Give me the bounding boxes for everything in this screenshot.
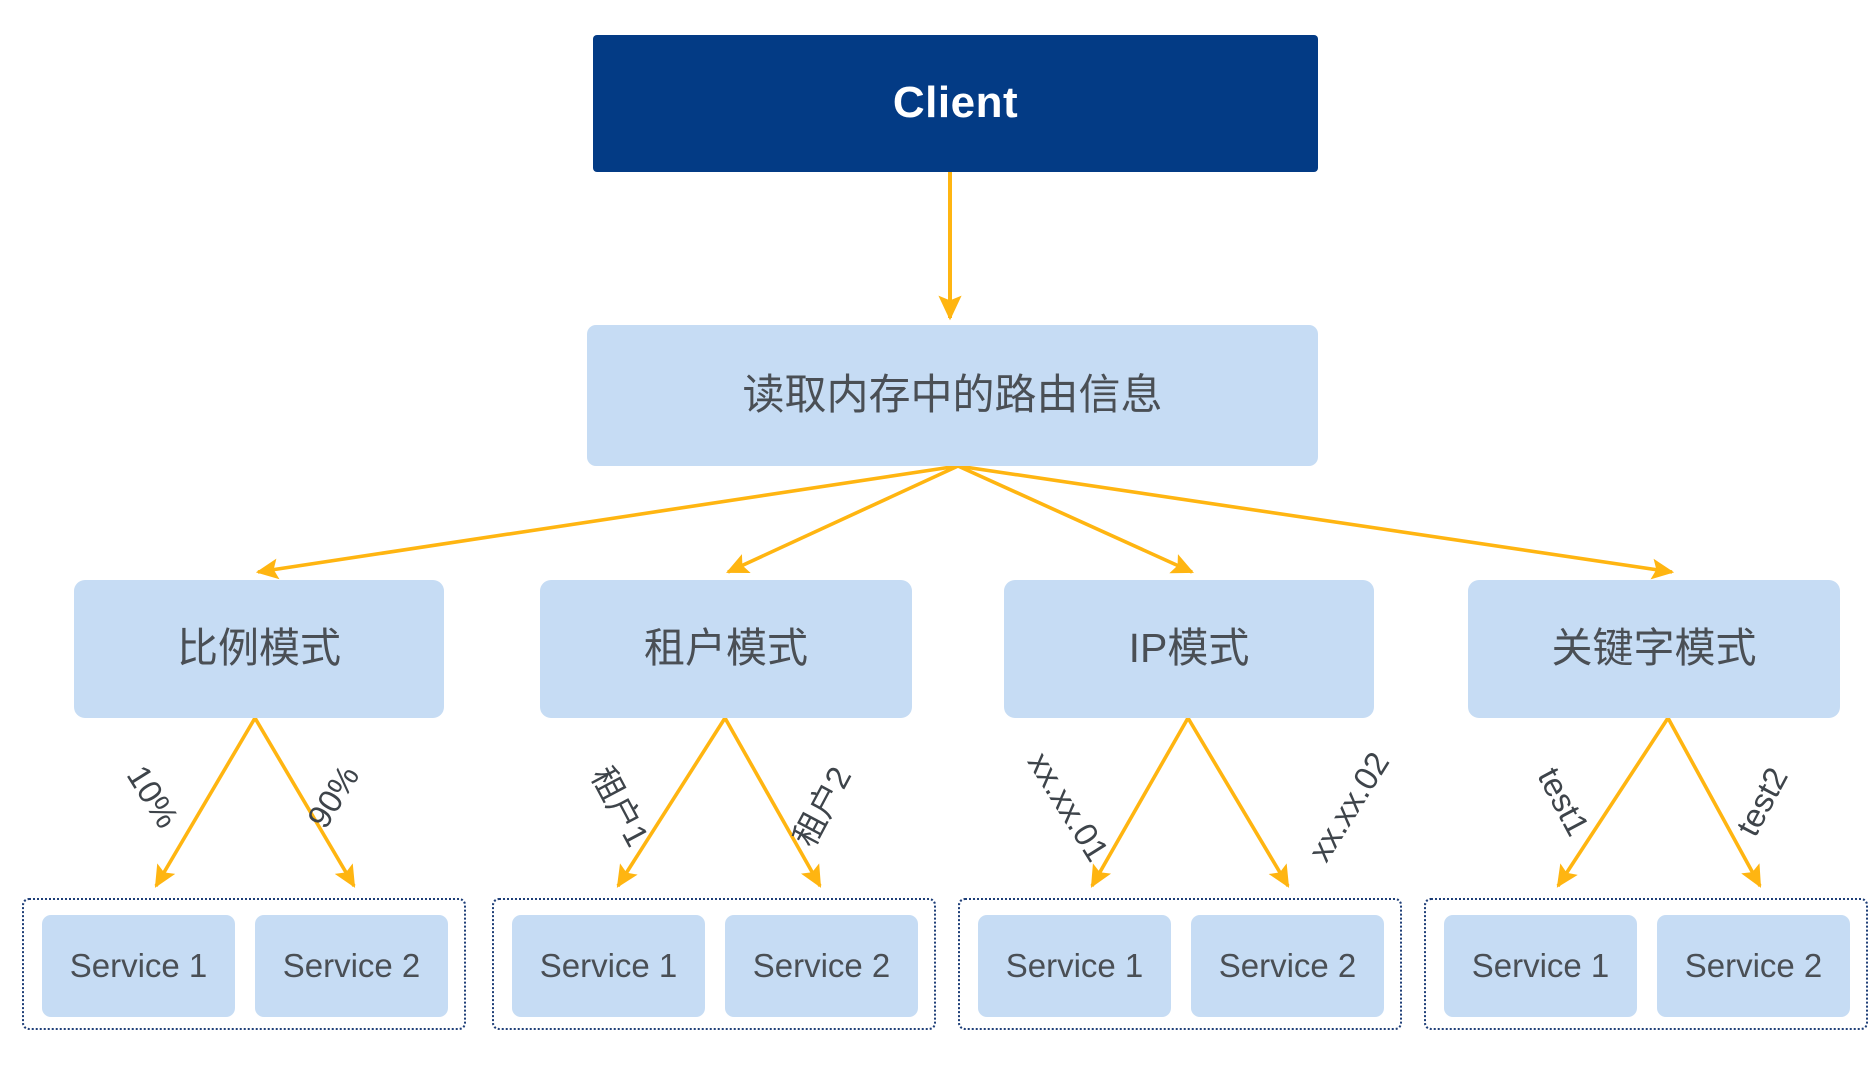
- client-node[interactable]: Client: [593, 35, 1318, 172]
- service-node-label: Service 2: [282, 946, 421, 984]
- mode-node-keyword[interactable]: 关键字模式: [1468, 580, 1840, 718]
- service-node-label: Service 1: [69, 946, 208, 984]
- edge-label-ratio-right: 90%: [299, 758, 367, 835]
- service-node[interactable]: Service 2: [1657, 915, 1850, 1017]
- edge-router-to-mode-3: [957, 464, 1194, 574]
- service-node-label: Service 2: [1218, 946, 1357, 984]
- mode-node-ip[interactable]: IP模式: [1004, 580, 1374, 718]
- service-node-label: Service 2: [1684, 946, 1823, 984]
- mode-node-label: 租户模式: [644, 625, 808, 672]
- edge-mode3-to-service1: [1090, 717, 1190, 888]
- service-node[interactable]: Service 2: [725, 915, 918, 1017]
- service-group-ip: Service 1 Service 2: [958, 898, 1402, 1030]
- service-node[interactable]: Service 1: [1444, 915, 1637, 1017]
- edge-label-ip-left: xx.xx.01: [1020, 745, 1117, 868]
- router-node-label: 读取内存中的路由信息: [742, 371, 1163, 419]
- service-group-keyword: Service 1 Service 2: [1424, 898, 1868, 1030]
- edge-label-ratio-left: 10%: [119, 758, 187, 835]
- edge-router-to-mode-2: [726, 464, 959, 574]
- service-node-label: Service 1: [1005, 946, 1144, 984]
- service-group-ratio: Service 1 Service 2: [22, 898, 466, 1030]
- edge-label-ip-right: xx.xx.02: [1300, 745, 1397, 868]
- edge-router-to-mode-1: [255, 464, 959, 580]
- service-node[interactable]: Service 1: [512, 915, 705, 1017]
- service-node[interactable]: Service 1: [42, 915, 235, 1017]
- edge-router-to-mode-4: [957, 464, 1675, 580]
- mode-node-label: IP模式: [1128, 625, 1250, 672]
- service-node-label: Service 2: [752, 946, 891, 984]
- service-group-tenant: Service 1 Service 2: [492, 898, 936, 1030]
- service-node[interactable]: Service 2: [1191, 915, 1384, 1017]
- mode-node-ratio[interactable]: 比例模式: [74, 580, 444, 718]
- router-node[interactable]: 读取内存中的路由信息: [587, 325, 1318, 466]
- service-node-label: Service 1: [539, 946, 678, 984]
- service-node[interactable]: Service 2: [255, 915, 448, 1017]
- client-node-label: Client: [892, 78, 1019, 128]
- mode-node-label: 比例模式: [177, 625, 341, 672]
- edge-label-keyword-left: test1: [1530, 761, 1597, 842]
- edge-label-tenant-left: 租户1: [584, 760, 657, 853]
- service-node-label: Service 1: [1471, 946, 1610, 984]
- mode-node-label: 关键字模式: [1551, 625, 1757, 672]
- edge-label-tenant-right: 租户2: [786, 760, 859, 853]
- mode-node-tenant[interactable]: 租户模式: [540, 580, 912, 718]
- edge-label-keyword-right: test2: [1728, 761, 1795, 842]
- service-node[interactable]: Service 1: [978, 915, 1171, 1017]
- edge-mode3-to-service2: [1186, 717, 1290, 888]
